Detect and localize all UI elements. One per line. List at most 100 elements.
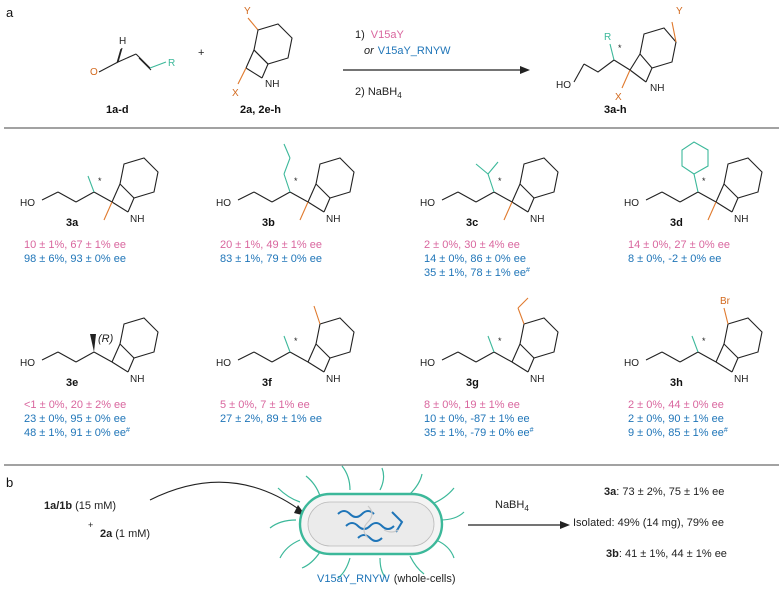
result-3b: 3b: 41 ± 1%, 44 ± 1% ee (606, 548, 727, 560)
whole-cell-label: V15aY_RNYW(whole-cells) (317, 573, 456, 585)
atom-x-product: X (615, 92, 622, 103)
stereocenter-star: * (702, 336, 706, 346)
atom-ho: HO (20, 198, 35, 209)
indole-structure: Y NH X 2a, 2e-h (232, 6, 293, 116)
result-line: 83 ± 1%, 79 ± 0% ee (220, 253, 322, 265)
panel-label-a: a (6, 5, 14, 20)
atom-nh: NH (734, 374, 748, 385)
compound-label: 3c (466, 217, 478, 229)
atom-ho: HO (624, 198, 639, 209)
atom-o: O (90, 67, 98, 78)
atom-nh: NH (326, 374, 340, 385)
compound-3b: NH HO * 3b 20 ± 1%, 49 ± 1% ee 83 ± 1%, 79 ± … (216, 143, 355, 265)
compound-label: 3b (262, 217, 275, 229)
stereocenter-star: * (98, 176, 102, 186)
aldehyde-structure: H O R 1a-d (90, 36, 175, 116)
result-line: 2 ± 0%, 30 ± 4% ee (424, 239, 520, 251)
compound-3h: NH HO * Br 3h 2 ± 0%, 44 ± 0% ee 2 ± 0%, 90 ± … (624, 296, 763, 439)
stereocenter-star: * (702, 176, 706, 186)
result-3a: 3a: 73 ± 2%, 75 ± 1% ee (604, 486, 724, 498)
atom-ho: HO (20, 358, 35, 369)
result-line: 2 ± 0%, 44 ± 0% ee (628, 399, 724, 411)
panel-b-plus: + (88, 520, 93, 530)
result-line: 35 ± 1%, -79 ± 0% ee# (424, 427, 534, 439)
substrate2-text: 2a(1 mM) (100, 528, 150, 540)
atom-ho: HO (216, 198, 231, 209)
compound-3f: NH HO * 3f 5 ± 0%, 7 ± 1% ee 27 ± 2%, 89 ± 1%… (216, 305, 355, 425)
stereocenter-star: * (294, 336, 298, 346)
atom-nh: NH (326, 214, 340, 225)
atom-nh: NH (130, 214, 144, 225)
result-line: 8 ± 0%, 19 ± 1% ee (424, 399, 520, 411)
result-line: 23 ± 0%, 95 ± 0% ee (24, 413, 126, 425)
compound-label: 3h (670, 377, 683, 389)
atom-ho-product: HO (556, 80, 571, 91)
compound-label: 3f (262, 377, 272, 389)
panel-b: 1a/1b(15 mM) + 2a(1 mM) (44, 465, 727, 585)
panel-label-b: b (6, 475, 13, 490)
compound-label: 3d (670, 217, 683, 229)
atom-ho: HO (216, 358, 231, 369)
atom-nh: NH (530, 374, 544, 385)
compound-label: 3a (66, 217, 79, 229)
atom-nh: NH (130, 374, 144, 385)
reactant2-label: 2a, 2e-h (240, 104, 281, 116)
product-structure: Y NH X R * HO 3a-h (556, 6, 683, 116)
reaction-arrowhead (520, 66, 530, 74)
atom-br: Br (720, 296, 731, 307)
atom-r: R (168, 58, 175, 69)
atom-ho: HO (624, 358, 639, 369)
uptake-arrow (149, 481, 301, 511)
result-line: 9 ± 0%, 85 ± 1% ee# (628, 427, 728, 439)
atom-x: X (232, 88, 239, 99)
compound-3a: NH HO * 3a 10 ± 1%, 67 ± 1% ee 98 ± 6%, 93 ± … (20, 157, 159, 265)
result-line: 35 ± 1%, 78 ± 1% ee# (424, 267, 530, 279)
result-line: 10 ± 1%, 67 ± 1% ee (24, 239, 126, 251)
step2-label: 2) NaBH4 (355, 86, 402, 100)
result-line: 48 ± 1%, 91 ± 0% ee# (24, 427, 130, 439)
result-line: 14 ± 0%, 86 ± 0% ee (424, 253, 526, 265)
atom-r-product: R (604, 32, 611, 43)
reduction-arrowhead (560, 521, 570, 529)
result-line: 10 ± 0%, -87 ± 1% ee (424, 413, 530, 425)
atom-ho: HO (420, 198, 435, 209)
compound-label: 3e (66, 377, 78, 389)
result-line: <1 ± 0%, 20 ± 2% ee (24, 399, 126, 411)
r-config-label: (R) (98, 333, 114, 345)
result-line: 14 ± 0%, 27 ± 0% ee (628, 239, 730, 251)
product-label: 3a-h (604, 104, 627, 116)
atom-y-product: Y (676, 6, 683, 17)
reactant1-label: 1a-d (106, 104, 129, 116)
compound-label: 3g (466, 377, 479, 389)
stereocenter-star: * (498, 336, 502, 346)
atom-nh: NH (265, 79, 279, 90)
result-line: 98 ± 6%, 93 ± 0% ee (24, 253, 126, 265)
stereocenter-star: * (294, 176, 298, 186)
atom-y: Y (244, 6, 251, 17)
reduction-reagent: NaBH4 (495, 499, 529, 513)
step1-label: 1)V15aY (355, 29, 404, 41)
result-line: 27 ± 2%, 89 ± 1% ee (220, 413, 322, 425)
atom-h: H (119, 36, 126, 47)
atom-nh: NH (734, 214, 748, 225)
result-line: 5 ± 0%, 7 ± 1% ee (220, 399, 310, 411)
stereocenter-star: * (618, 43, 622, 53)
result-line: 8 ± 0%, -2 ± 0% ee (628, 253, 721, 265)
result-line: 2 ± 0%, 90 ± 1% ee (628, 413, 724, 425)
ecoli-cell-icon (269, 465, 465, 579)
stereocenter-star: * (498, 176, 502, 186)
result-line: 20 ± 1%, 49 ± 1% ee (220, 239, 322, 251)
compound-3e: NH HO (R) 3e <1 ± 0%, 20 ± 2% ee 23 ± 0%, 95 … (20, 317, 159, 439)
substrate1-text: 1a/1b(15 mM) (44, 500, 116, 512)
compound-3c: NH HO * 3c 2 ± 0%, 30 ± 4% ee 14 ± 0%, 86 ± 0… (420, 157, 559, 279)
plus-sign: + (198, 47, 204, 59)
compound-3g: NH HO * 3g 8 ± 0%, 19 ± 1% ee 10 ± 0%, -87 ± … (420, 297, 559, 439)
atom-ho: HO (420, 358, 435, 369)
compound-grid: NH HO * 3a 10 ± 1%, 67 ± 1% ee 98 ± 6%, 93 ± … (20, 141, 763, 439)
atom-nh-product: NH (650, 83, 664, 94)
compound-3d: NH HO * 3d 14 ± 0%, 27 ± 0% ee 8 ± 0%, -2 ± 0… (624, 141, 763, 265)
result-isolated: Isolated: 49% (14 mg), 79% ee (573, 517, 724, 529)
atom-nh: NH (530, 214, 544, 225)
